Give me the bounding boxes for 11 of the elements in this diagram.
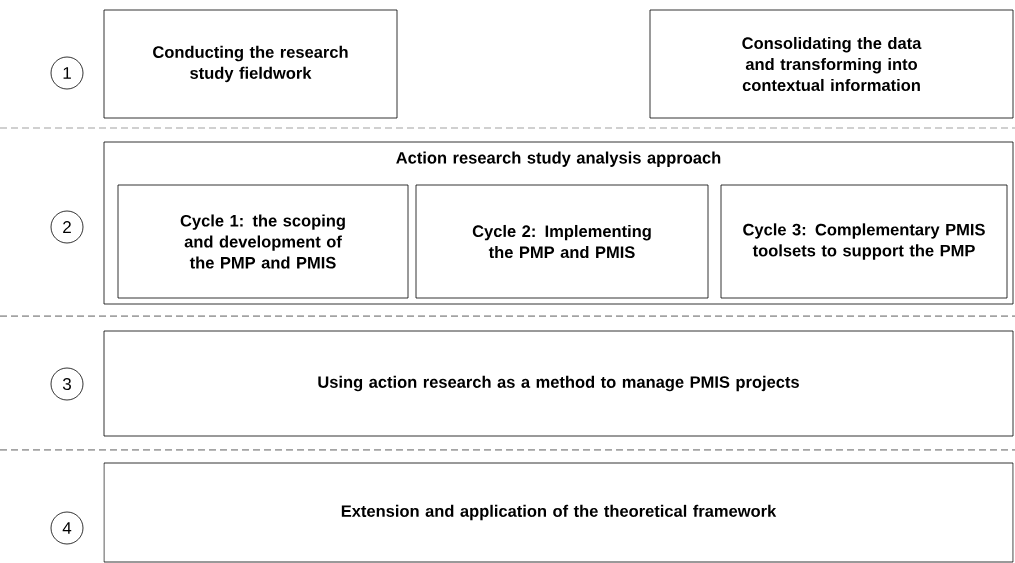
cycle-box: Cycle 2: Implementing the PMP and PMIS	[415, 184, 709, 299]
step-number: 1	[50, 56, 84, 90]
cycle-box: Cycle 1: the scoping and development of the PMP and PMIS	[117, 184, 409, 299]
step-number: 3	[50, 367, 84, 401]
stage-box: Consolidating the data and transforming into contextual information	[649, 9, 1014, 119]
step-number: 2	[50, 210, 84, 244]
stage-box: Using action research as a method to manage PMIS projects	[103, 330, 1014, 437]
stage-box: Extension and application of the theoretical framework	[103, 462, 1014, 563]
cycle-box: Cycle 3: Complementary PMIS toolsets to support the PMP	[720, 184, 1008, 299]
stage-box: Conducting the research study fieldwork	[103, 9, 398, 119]
step-number: 4	[50, 511, 84, 545]
